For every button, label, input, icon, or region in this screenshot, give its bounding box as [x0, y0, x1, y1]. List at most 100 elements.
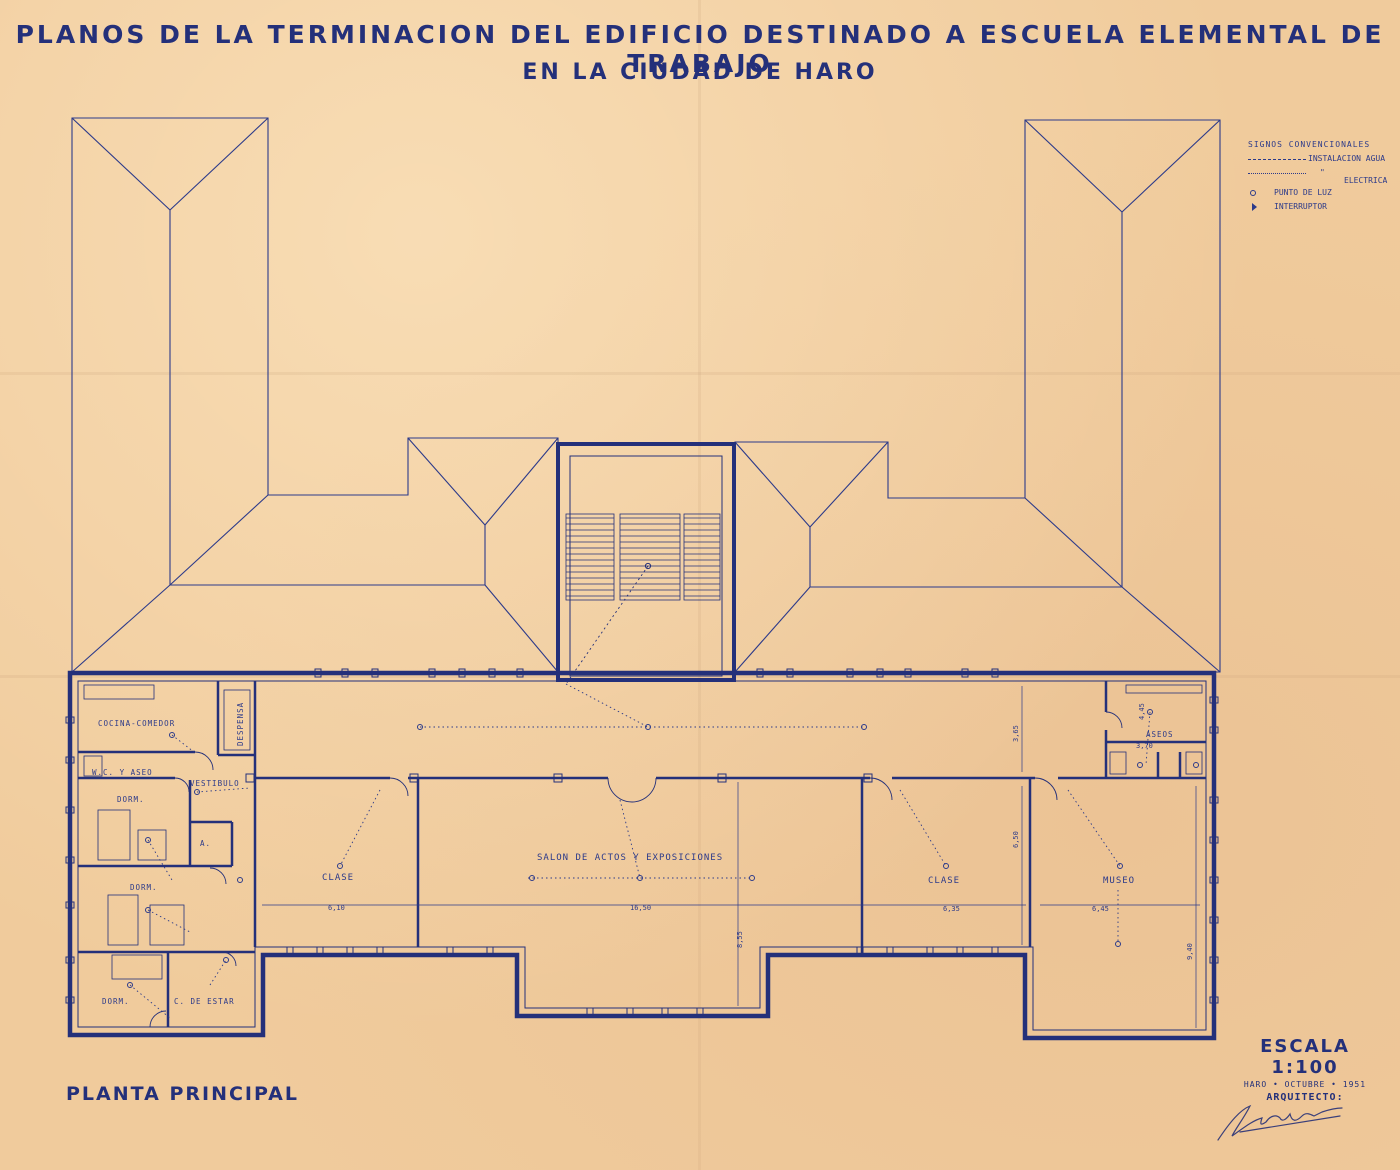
stair-tower [556, 442, 736, 685]
pillar-mark [409, 773, 419, 783]
window-mark [286, 946, 294, 956]
light-point-icon [194, 789, 200, 795]
paper-fold-vertical [698, 0, 701, 1170]
light-point-icon [145, 907, 151, 913]
window-mark [1209, 876, 1219, 884]
window-mark [961, 668, 969, 678]
water-line-symbol [1248, 159, 1306, 160]
window-mark [516, 668, 524, 678]
window-mark [65, 806, 75, 814]
window-mark [1209, 916, 1219, 924]
room-label-salon-de-actos: SALON DE ACTOS Y EXPOSICIONES [537, 853, 723, 863]
room-label-clase-2: CLASE [928, 876, 960, 886]
window-mark [696, 1007, 704, 1017]
light-point-icon [1147, 709, 1153, 715]
switch-icon [1252, 203, 1257, 211]
dimension-lines [262, 686, 1200, 1028]
light-point-icon [637, 875, 643, 881]
drawing-date: HARO • OCTUBRE • 1951 [1243, 1080, 1367, 1089]
architect-signature-icon [1217, 1104, 1343, 1141]
room-label-aseos: ASEOS [1146, 730, 1174, 739]
light-point-icon [223, 957, 229, 963]
plan-name: PLANTA PRINCIPAL [66, 1083, 299, 1105]
light-point-icon [645, 724, 651, 730]
dimension-label: 3,65 [1012, 725, 1020, 742]
legend-item-switch: INTERRUPTOR [1248, 202, 1398, 216]
window-mark [1209, 836, 1219, 844]
floor-walls [65, 668, 1219, 1041]
window-mark [65, 756, 75, 764]
room-label-dorm-1: DORM. [117, 795, 145, 804]
drawing-title-line-2: EN LA CIUDAD DE HARO [522, 60, 878, 85]
light-point-icon [1193, 762, 1199, 768]
window-mark [786, 668, 794, 678]
window-mark [314, 668, 322, 678]
light-point-icon [1137, 762, 1143, 768]
window-mark [65, 996, 75, 1004]
window-mark [756, 668, 764, 678]
window-mark [65, 716, 75, 724]
room-label-museo: MUSEO [1103, 876, 1135, 886]
window-mark [376, 946, 384, 956]
window-mark [65, 901, 75, 909]
window-mark [661, 1007, 669, 1017]
scale-label: ESCALA 1:100 [1260, 1036, 1350, 1078]
window-mark [65, 956, 75, 964]
window-mark [586, 1007, 594, 1017]
light-point-icon [337, 863, 343, 869]
light-point-icon [749, 875, 755, 881]
light-point-icon [861, 724, 867, 730]
dimension-label: 4,45 [1138, 703, 1146, 720]
window-mark [904, 668, 912, 678]
electric-line-symbol [1248, 173, 1306, 174]
pillar-mark [553, 773, 563, 783]
light-point-icon [237, 877, 243, 883]
electrical-installation [127, 683, 1199, 1019]
dimension-label: 6,10 [328, 904, 345, 912]
window-mark [926, 946, 934, 956]
legend-title: SIGNOS CONVENCIONALES [1248, 140, 1371, 149]
window-mark [346, 946, 354, 956]
window-mark [1209, 796, 1219, 804]
room-label-dorm-3: DORM. [102, 997, 130, 1006]
legend-item-water: INSTALACION AGUA [1248, 154, 1398, 168]
window-mark [876, 668, 884, 678]
window-mark [488, 668, 496, 678]
light-point-icon [943, 863, 949, 869]
dimension-label: 6,50 [1012, 831, 1020, 848]
window-mark [458, 668, 466, 678]
legend: SIGNOS CONVENCIONALES INSTALACION AGUA "… [1248, 140, 1398, 216]
room-label-vestibulo: VESTIBULO [190, 779, 240, 788]
window-mark [956, 946, 964, 956]
architect-label: ARQUITECTO: [1266, 1092, 1344, 1103]
window-mark [626, 1007, 634, 1017]
room-labels: COCINA-COMEDOR DESPENSA W.C. Y ASEO VEST… [92, 702, 1174, 1006]
window-mark [1209, 696, 1219, 704]
dimension-label: 3,70 [1136, 742, 1153, 750]
room-label-wc-aseo: W.C. Y ASEO [92, 768, 153, 777]
light-point-icon [145, 837, 151, 843]
room-label-despensa: DESPENSA [236, 702, 245, 746]
roof-left-wing [71, 117, 559, 673]
window-mark [65, 856, 75, 864]
window-mark [371, 668, 379, 678]
window-mark [446, 946, 454, 956]
dimension-labels: 6,10 16,50 6,35 6,45 8,55 3,65 6,50 9,40… [328, 703, 1194, 960]
light-point-icon [1115, 941, 1121, 947]
light-point-icon [529, 875, 535, 881]
light-point-icon [169, 732, 175, 738]
window-mark [486, 946, 494, 956]
room-label-cuarto-de-estar: C. DE ESTAR [174, 997, 235, 1006]
room-label-clase-1: CLASE [322, 873, 354, 883]
light-point-icon [1117, 863, 1123, 869]
roof-right-wing [734, 119, 1221, 673]
window-mark [316, 946, 324, 956]
dimension-label: 8,55 [736, 931, 744, 948]
dimension-label: 16,50 [630, 904, 651, 912]
window-mark [846, 668, 854, 678]
paper-fold-horizontal-top [0, 372, 1400, 375]
window-mark [1209, 996, 1219, 1004]
light-point-icon [127, 982, 133, 988]
